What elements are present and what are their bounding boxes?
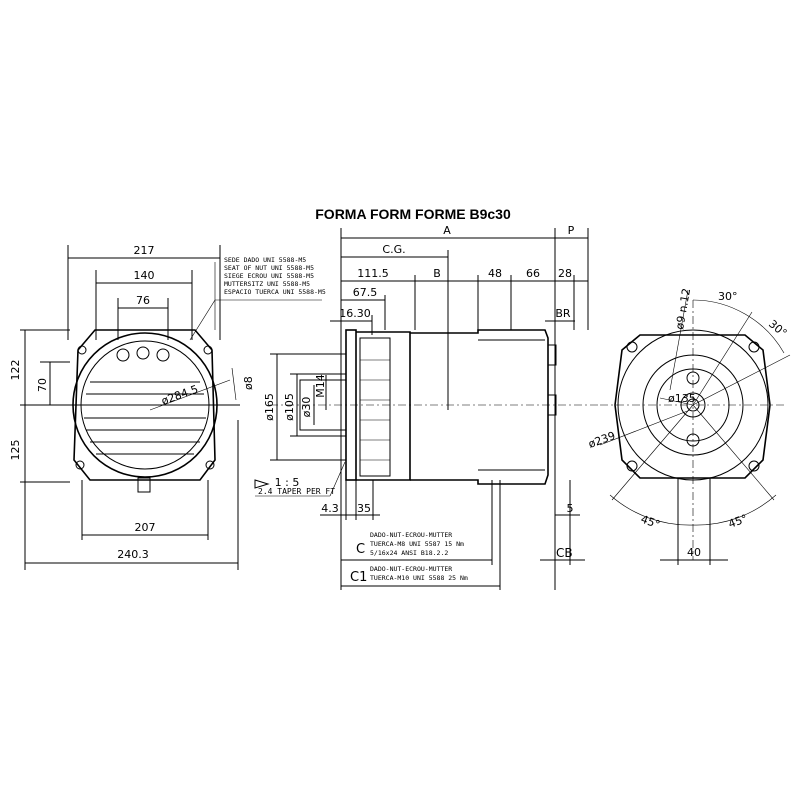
taper-ratio: 1 : 5 — [275, 476, 300, 489]
rear-view: ø9 n.12 30° 30° ø135 ø239 45° 45° 40 — [587, 287, 791, 565]
dim-diam-284-5: ø284.5 — [160, 383, 200, 408]
svg-text:DADO-NUT-ECROU-MUTTER: DADO-NUT-ECROU-MUTTER — [370, 531, 452, 539]
dim-40: 40 — [687, 546, 701, 559]
dim-240-3: 240.3 — [117, 548, 149, 561]
dim-C1: C1 — [350, 570, 367, 585]
dim-diam-105: ø105 — [283, 393, 296, 421]
dim-140: 140 — [134, 269, 155, 282]
dim-48: 48 — [488, 267, 502, 280]
dim-16-30: 16.30 — [339, 307, 371, 320]
dim-diam-239: ø239 — [587, 429, 618, 451]
svg-text:SEAT OF NUT UNI 5588-M5: SEAT OF NUT UNI 5588-M5 — [224, 264, 314, 272]
taper-arrow-icon — [254, 479, 270, 489]
svg-text:5/16x24 ANSI B18.2.2: 5/16x24 ANSI B18.2.2 — [370, 549, 448, 557]
dim-diam-135: ø135 — [668, 392, 696, 405]
dim-diam-9-n12: ø9 n.12 — [673, 287, 693, 330]
dim-CG: C.G. — [382, 243, 405, 256]
svg-text:SEDE DADO UNI 5588-M5: SEDE DADO UNI 5588-M5 — [224, 256, 306, 264]
svg-text:SIEGE ECROU UNI 5588-M5: SIEGE ECROU UNI 5588-M5 — [224, 272, 314, 280]
dim-BR: BR — [555, 307, 571, 320]
dim-70: 70 — [36, 378, 49, 392]
dim-28: 28 — [558, 267, 572, 280]
drawing-title: FORMA FORM FORME B9c30 — [315, 206, 511, 222]
taper-text: 2.4 TAPER PER FT — [258, 487, 335, 496]
svg-text:DADO-NUT-ECROU-MUTTER: DADO-NUT-ECROU-MUTTER — [370, 565, 452, 573]
dim-76: 76 — [136, 294, 150, 307]
dim-angle-45-b: 45° — [727, 512, 750, 531]
dim-217: 217 — [134, 244, 155, 257]
nut-seat-note: SEDE DADO UNI 5588-M5 SEAT OF NUT UNI 55… — [224, 256, 326, 296]
svg-text:TUERCA-M10 UNI 5588 25 Nm: TUERCA-M10 UNI 5588 25 Nm — [370, 574, 468, 582]
dim-122: 122 — [9, 360, 22, 381]
dim-diam-30: ø30 — [300, 397, 313, 418]
dim-111-5: 111.5 — [357, 267, 389, 280]
side-view: A P C.G. 111.5 B 48 66 28 67.5 16.30 BR … — [254, 224, 600, 590]
dim-67-5: 67.5 — [353, 286, 378, 299]
dim-207: 207 — [135, 521, 156, 534]
front-view: 217 140 76 122 70 125 SEDE DADO UNI 5588… — [9, 244, 326, 570]
dim-35: 35 — [357, 502, 371, 515]
note-c1: DADO-NUT-ECROU-MUTTER TUERCA-M10 UNI 558… — [370, 565, 468, 582]
dim-diam-165: ø165 — [263, 393, 276, 421]
dim-4-3: 4.3 — [321, 502, 339, 515]
dim-M14: M14 — [314, 374, 327, 398]
dim-angle-30-a: 30° — [718, 290, 738, 303]
dim-A: A — [443, 224, 451, 237]
svg-text:ESPACIO TUERCA UNI 5588-M5: ESPACIO TUERCA UNI 5588-M5 — [224, 288, 326, 296]
svg-text:TUERCA-M8 UNI 5587 15 Nm: TUERCA-M8 UNI 5587 15 Nm — [370, 540, 464, 548]
dim-diam-8: ø8 — [242, 376, 255, 390]
dim-C: C — [356, 542, 365, 557]
note-c: DADO-NUT-ECROU-MUTTER TUERCA-M8 UNI 5587… — [370, 531, 464, 557]
dim-angle-45-a: 45° — [639, 513, 662, 532]
svg-text:MUTTERSITZ UNI 5588-M5: MUTTERSITZ UNI 5588-M5 — [224, 280, 310, 288]
dim-66: 66 — [526, 267, 540, 280]
dim-B: B — [433, 267, 441, 280]
dim-125: 125 — [9, 440, 22, 461]
dim-angle-30-b: 30° — [766, 317, 789, 339]
dim-CB: CB — [556, 546, 573, 560]
dim-P: P — [568, 224, 575, 237]
